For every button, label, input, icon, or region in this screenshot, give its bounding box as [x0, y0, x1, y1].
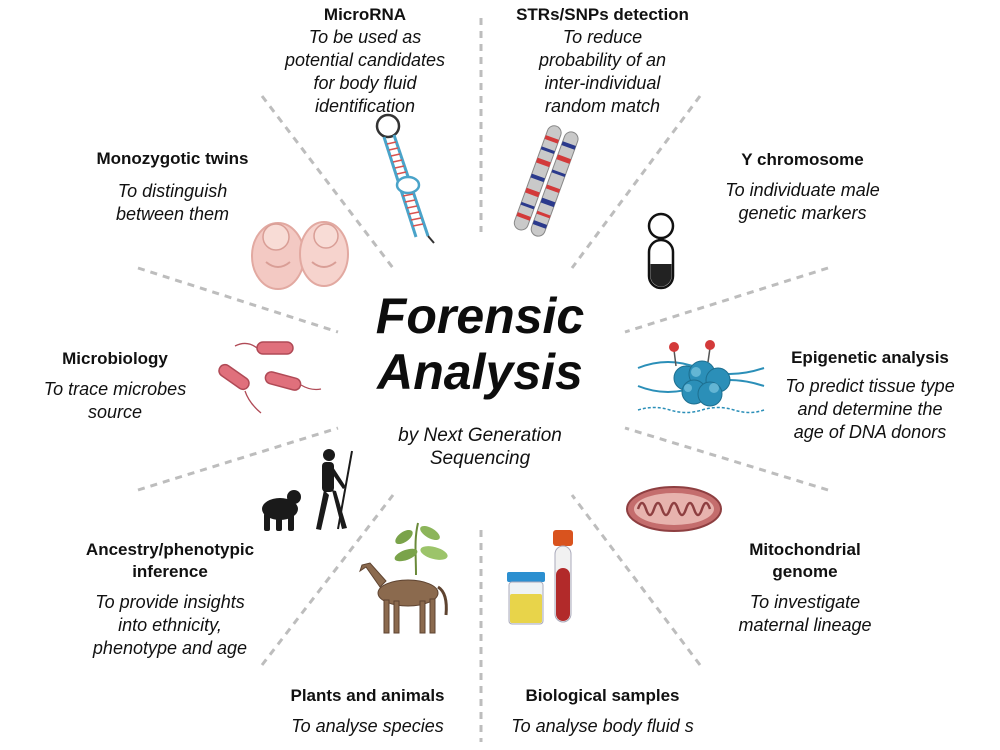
microrna-hairpin-icon: [375, 113, 435, 244]
ray-top-left: [260, 95, 395, 269]
y-chromosome-icon: [647, 212, 675, 290]
chromosome-icon: [513, 125, 579, 237]
ray-right-upper: [624, 266, 829, 334]
subtitle-line-1: by Next Generation: [398, 425, 562, 446]
micro-desc-1: To trace microbes: [43, 379, 187, 399]
epi-heading: Epigenetic analysis: [791, 348, 949, 367]
epi-desc-2: and determine the: [797, 399, 943, 419]
ray-top-right: [570, 95, 702, 269]
microrna-desc-1: To be used as: [308, 27, 422, 47]
ychrom-desc-1: To individuate male: [725, 180, 880, 200]
mito-heading-1: Mitochondrial: [749, 540, 861, 559]
micro-desc-2: source: [87, 402, 143, 422]
bio-heading: Biological samples: [525, 686, 680, 705]
twins-heading: Monozygotic twins: [96, 149, 249, 168]
item-ancestry-phenotypic: Ancestry/phenotypic inference To provide…: [60, 539, 280, 660]
strs-desc-3: inter-individual: [544, 73, 661, 93]
ray-left-lower: [137, 426, 339, 492]
item-microbiology: Microbiology To trace microbes source: [20, 348, 210, 424]
microrna-desc-2: potential candidates: [284, 50, 446, 70]
microrna-desc-4: identification: [314, 96, 416, 116]
item-mitochondrial-genome: Mitochondrial genome To investigate mate…: [715, 539, 895, 637]
twins-desc-2: between them: [115, 204, 230, 224]
item-y-chromosome: Y chromosome To individuate male genetic…: [700, 149, 905, 225]
twins-fetus-icon: [251, 221, 349, 290]
strs-desc-1: To reduce: [562, 27, 643, 47]
subtitle-line-2: Sequencing: [429, 448, 531, 469]
ancestry-desc-1: To provide insights: [95, 592, 245, 612]
microrna-desc-3: for body fluid: [313, 73, 417, 93]
ancestry-desc-2: into ethnicity,: [118, 615, 222, 635]
epi-desc-3: age of DNA donors: [793, 422, 947, 442]
horse-plant-icon: [359, 522, 448, 634]
epi-desc-1: To predict tissue type: [785, 376, 955, 396]
twins-desc-1: To distinguish: [117, 181, 228, 201]
mito-desc-1: To investigate: [749, 592, 861, 612]
micro-heading: Microbiology: [62, 349, 168, 368]
item-epigenetic-analysis: Epigenetic analysis To predict tissue ty…: [760, 347, 980, 444]
item-biological-samples: Biological samples To analyse body fluid…: [500, 685, 705, 738]
item-monozygotic-twins: Monozygotic twins To distinguish between…: [70, 148, 275, 226]
title-line-2: Analysis: [377, 344, 583, 400]
ancestry-heading-1: Ancestry/phenotypic: [85, 540, 255, 559]
nucleosome-methylation-icon: [637, 340, 765, 414]
ray-bottom-right: [570, 494, 702, 666]
ychrom-desc-2: genetic markers: [738, 203, 867, 223]
mito-desc-2: maternal lineage: [738, 615, 872, 635]
item-microrna: MicroRNA To be used as potential candida…: [255, 4, 475, 118]
ychrom-heading: Y chromosome: [741, 150, 864, 169]
strs-desc-2: probability of an: [538, 50, 667, 70]
strs-heading: STRs/SNPs detection: [516, 5, 689, 24]
center-title: Forensic Analysis: [330, 288, 630, 400]
bio-desc-1: To analyse body fluid s: [511, 716, 694, 736]
sample-tubes-icon: [507, 530, 573, 625]
item-strs-snps: STRs/SNPs detection To reduce probabilit…: [490, 4, 715, 118]
ray-right-lower: [624, 426, 829, 492]
center-subtitle: by Next Generation Sequencing: [330, 424, 630, 470]
mitochondrion-icon: [626, 486, 722, 532]
ancestry-desc-3: phenotype and age: [92, 638, 248, 658]
ancestry-heading-2: inference: [132, 562, 208, 581]
ray-bottom-left: [260, 494, 395, 666]
strs-desc-4: random match: [544, 96, 661, 116]
item-plants-animals: Plants and animals To analyse species: [275, 685, 460, 738]
plants-heading: Plants and animals: [290, 686, 445, 705]
ray-left-upper: [137, 266, 339, 334]
title-line-1: Forensic: [375, 288, 585, 344]
plants-desc-1: To analyse species: [291, 716, 444, 736]
human-evolution-icon: [262, 449, 353, 531]
mito-heading-2: genome: [772, 562, 838, 581]
microrna-heading: MicroRNA: [323, 5, 407, 24]
bacteria-icon: [218, 341, 322, 414]
